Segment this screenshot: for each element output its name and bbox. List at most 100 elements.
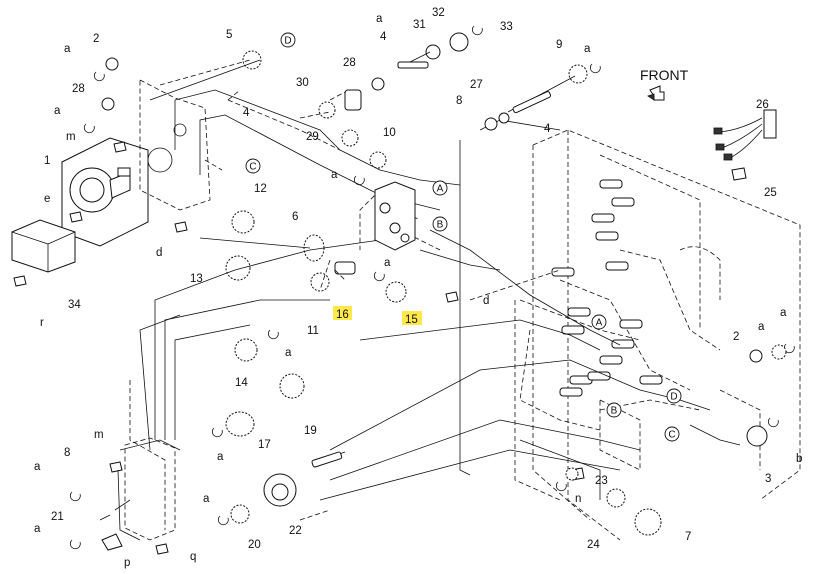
callout-a: a xyxy=(64,43,71,55)
callout-16: 16 xyxy=(336,309,349,321)
callout-6: 6 xyxy=(292,211,298,223)
part-34-bracket xyxy=(11,219,76,273)
connector-D: D xyxy=(666,388,682,404)
callout-4: 4 xyxy=(243,107,250,119)
callout-4: 4 xyxy=(380,31,387,43)
callout-a: a xyxy=(584,43,591,55)
callout-a: a xyxy=(376,13,383,25)
callout-19: 19 xyxy=(304,425,317,437)
gears xyxy=(101,32,787,536)
highlight-15 xyxy=(402,311,422,325)
callout-a: a xyxy=(384,257,391,269)
callout-q: q xyxy=(190,551,196,563)
screws xyxy=(13,141,747,555)
callout-8: 8 xyxy=(64,447,70,459)
connector-circle xyxy=(666,388,682,404)
callout-a: a xyxy=(285,347,292,359)
callout-22: 22 xyxy=(289,525,302,537)
part-26-harness xyxy=(713,109,777,161)
callout-m: m xyxy=(94,429,104,441)
connector-circle xyxy=(606,402,622,418)
callout-21: 21 xyxy=(51,511,64,523)
callout-29: 29 xyxy=(306,131,319,143)
callout-a: a xyxy=(331,169,338,181)
callout-34: 34 xyxy=(68,299,81,311)
connector-letter: A xyxy=(596,318,603,329)
connector-letter: D xyxy=(284,36,291,47)
callout-23: 23 xyxy=(595,475,608,487)
connector-circle xyxy=(664,426,680,442)
connector-C: C xyxy=(245,158,261,174)
callout-2: 2 xyxy=(93,33,99,45)
callout-28: 28 xyxy=(72,83,85,95)
connector-A: A xyxy=(432,180,448,196)
route-lines xyxy=(99,89,741,541)
callout-2: 2 xyxy=(733,331,739,343)
callout-3: 3 xyxy=(765,473,771,485)
callout-27: 27 xyxy=(470,79,483,91)
callout-10: 10 xyxy=(383,127,396,139)
callout-a: a xyxy=(758,321,765,333)
callout-a: a xyxy=(217,451,224,463)
left-bracket xyxy=(139,79,211,211)
callout-r: r xyxy=(40,317,44,329)
callout-13: 13 xyxy=(190,273,203,285)
highlight-16 xyxy=(333,306,352,320)
callout-n: n xyxy=(575,493,581,505)
callout-d: d xyxy=(156,247,162,259)
callout-a: a xyxy=(54,105,61,117)
callout-e: e xyxy=(44,193,50,205)
callout-4: 4 xyxy=(544,123,551,135)
callout-8: 8 xyxy=(456,95,462,107)
connector-circle xyxy=(245,158,261,174)
callout-12: 12 xyxy=(254,183,267,195)
motor-assembly xyxy=(61,137,149,247)
frame-pins xyxy=(551,179,663,397)
callout-31: 31 xyxy=(413,19,426,31)
callout-26: 26 xyxy=(756,99,769,111)
callout-b: b xyxy=(796,453,802,465)
e-rings xyxy=(69,25,795,550)
connector-letter: D xyxy=(670,392,677,403)
callout-30: 30 xyxy=(296,77,309,89)
connector-C: C xyxy=(664,426,680,442)
callout-20: 20 xyxy=(248,539,261,551)
callout-a: a xyxy=(780,307,787,319)
center-bearing-cluster xyxy=(344,89,416,251)
connector-letter: B xyxy=(611,406,618,417)
callout-15: 15 xyxy=(405,314,418,326)
connector-circle xyxy=(432,180,448,196)
connector-B: B xyxy=(606,402,622,418)
callout-24: 24 xyxy=(587,539,600,551)
callout-1: 1 xyxy=(44,155,50,167)
connector-circle xyxy=(280,32,296,48)
callout-33: 33 xyxy=(500,21,513,33)
callout-7: 7 xyxy=(685,531,691,543)
callout-d: d xyxy=(483,295,489,307)
front-label: FRONT xyxy=(640,67,689,83)
callout-m: m xyxy=(66,131,76,143)
callout-28: 28 xyxy=(343,57,356,69)
bottom-left-bracket xyxy=(101,437,176,551)
connector-letter: B xyxy=(437,220,444,231)
main-frame xyxy=(459,119,801,541)
connector-letter: A xyxy=(437,184,444,195)
front-arrow-icon xyxy=(647,85,665,101)
callout-25: 25 xyxy=(764,187,777,199)
callout-9: 9 xyxy=(556,39,562,51)
connector-letter: C xyxy=(249,162,256,173)
leader-lines xyxy=(129,59,701,530)
callout-32: 32 xyxy=(432,7,445,19)
shafts xyxy=(149,51,576,468)
callout-p: p xyxy=(124,557,130,569)
connector-circle xyxy=(591,314,607,330)
callout-5: 5 xyxy=(226,29,232,41)
callout-a: a xyxy=(34,523,41,535)
connector-circle xyxy=(432,216,448,232)
callout-14: 14 xyxy=(235,377,248,389)
connector-letter: C xyxy=(668,430,675,441)
callout-17: 17 xyxy=(258,439,271,451)
callout-a: a xyxy=(34,461,41,473)
